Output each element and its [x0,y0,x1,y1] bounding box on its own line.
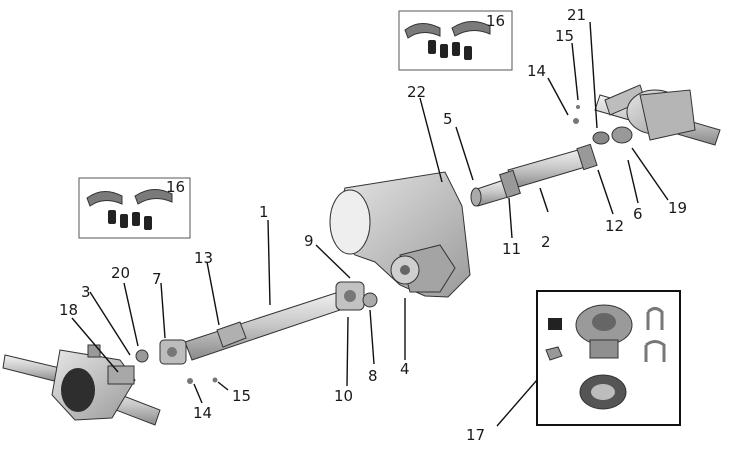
rear-driveshaft [470,105,610,207]
callout-5: 5 [443,110,453,128]
strap-kit-box-left [78,177,191,239]
callout-15b: 15 [232,387,251,405]
callout-16a: 16 [486,12,505,30]
callout-2: 2 [541,233,551,251]
callout-21: 21 [567,6,586,24]
transfer-case [329,171,471,298]
rebuild-kit-box [536,290,681,426]
callout-4: 4 [400,360,410,378]
callout-18: 18 [59,301,78,319]
callout-7: 7 [152,270,162,288]
leader-lines [71,21,669,427]
callout-20: 20 [111,264,130,282]
callout-labels: 1 2 3 4 5 6 7 8 9 10 11 12 13 14 14 15 1… [59,6,687,444]
callout-1: 1 [259,203,269,221]
strap-kit-box-top [398,10,513,71]
callout-16b: 16 [166,178,185,196]
callout-14a: 14 [527,62,546,80]
callout-11: 11 [502,240,521,258]
callout-19: 19 [668,199,687,217]
callout-8: 8 [368,367,378,385]
callout-22: 22 [407,83,426,101]
callout-13: 13 [194,249,213,267]
callout-9: 9 [304,232,314,250]
callout-14b: 14 [193,404,212,422]
front-driveshaft [135,281,378,384]
rear-axle [594,84,721,146]
callout-15a: 15 [555,27,574,45]
callout-6: 6 [633,205,643,223]
callout-12: 12 [605,217,624,235]
callout-17: 17 [466,426,485,444]
front-axle [2,344,161,426]
callout-3: 3 [81,283,91,301]
callout-10: 10 [334,387,353,405]
